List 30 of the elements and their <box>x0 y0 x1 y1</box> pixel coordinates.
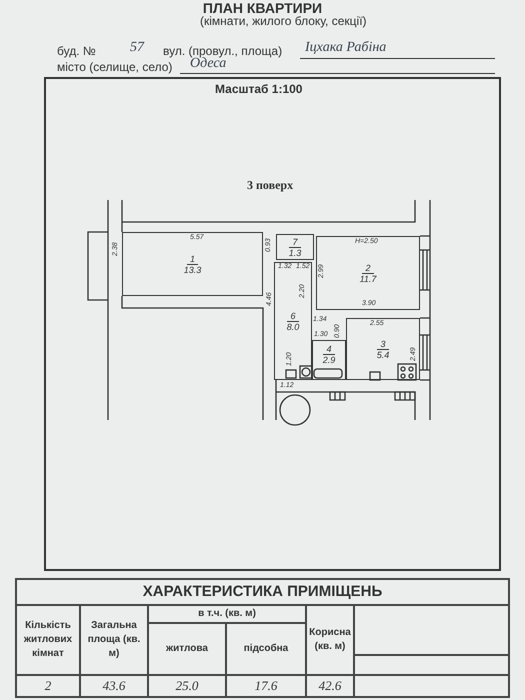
field-label: вул. (провул., площа) <box>163 44 282 58</box>
handwritten-entry: Іцхака Рабіна <box>305 40 386 56</box>
room-outline <box>346 318 420 380</box>
room-area: 2.9 <box>322 355 336 365</box>
room-area: 8.0 <box>286 322 300 332</box>
room-area: 13.3 <box>184 264 202 274</box>
room-outline <box>312 340 346 380</box>
room-number: 7 <box>289 236 300 248</box>
form-title: ПЛАН КВАРТИРИ <box>202 0 324 16</box>
room-outline <box>276 234 314 260</box>
field-label: буд. № <box>57 44 96 58</box>
room-number: 1 <box>186 254 198 264</box>
room-area: 5.4 <box>376 350 390 360</box>
room-number: 3 <box>377 338 388 350</box>
room-area: 1.3 <box>288 248 302 258</box>
room-area: 11.7 <box>360 274 376 284</box>
scale-label: Масштаб 1:100 <box>215 82 302 96</box>
field-label: місто (селище, село) <box>57 60 172 74</box>
room-number: 6 <box>287 310 298 322</box>
room-outline <box>274 262 312 380</box>
floor-label: 3 поверх <box>247 178 294 193</box>
handwritten-entry: Одеса <box>190 56 226 72</box>
room-number: 2 <box>362 262 374 274</box>
room-outline <box>316 236 420 310</box>
table-header: ХАРАКТЕРИСТИКА ПРИМІЩЕНЬ <box>15 578 510 606</box>
handwritten-entry: 57 <box>130 40 144 56</box>
room-number: 4 <box>323 344 334 355</box>
room-outline <box>122 232 263 296</box>
table-cell: 2 <box>15 674 81 698</box>
form-subtitle: (кімнати, жилого блоку, секції) <box>200 14 367 28</box>
